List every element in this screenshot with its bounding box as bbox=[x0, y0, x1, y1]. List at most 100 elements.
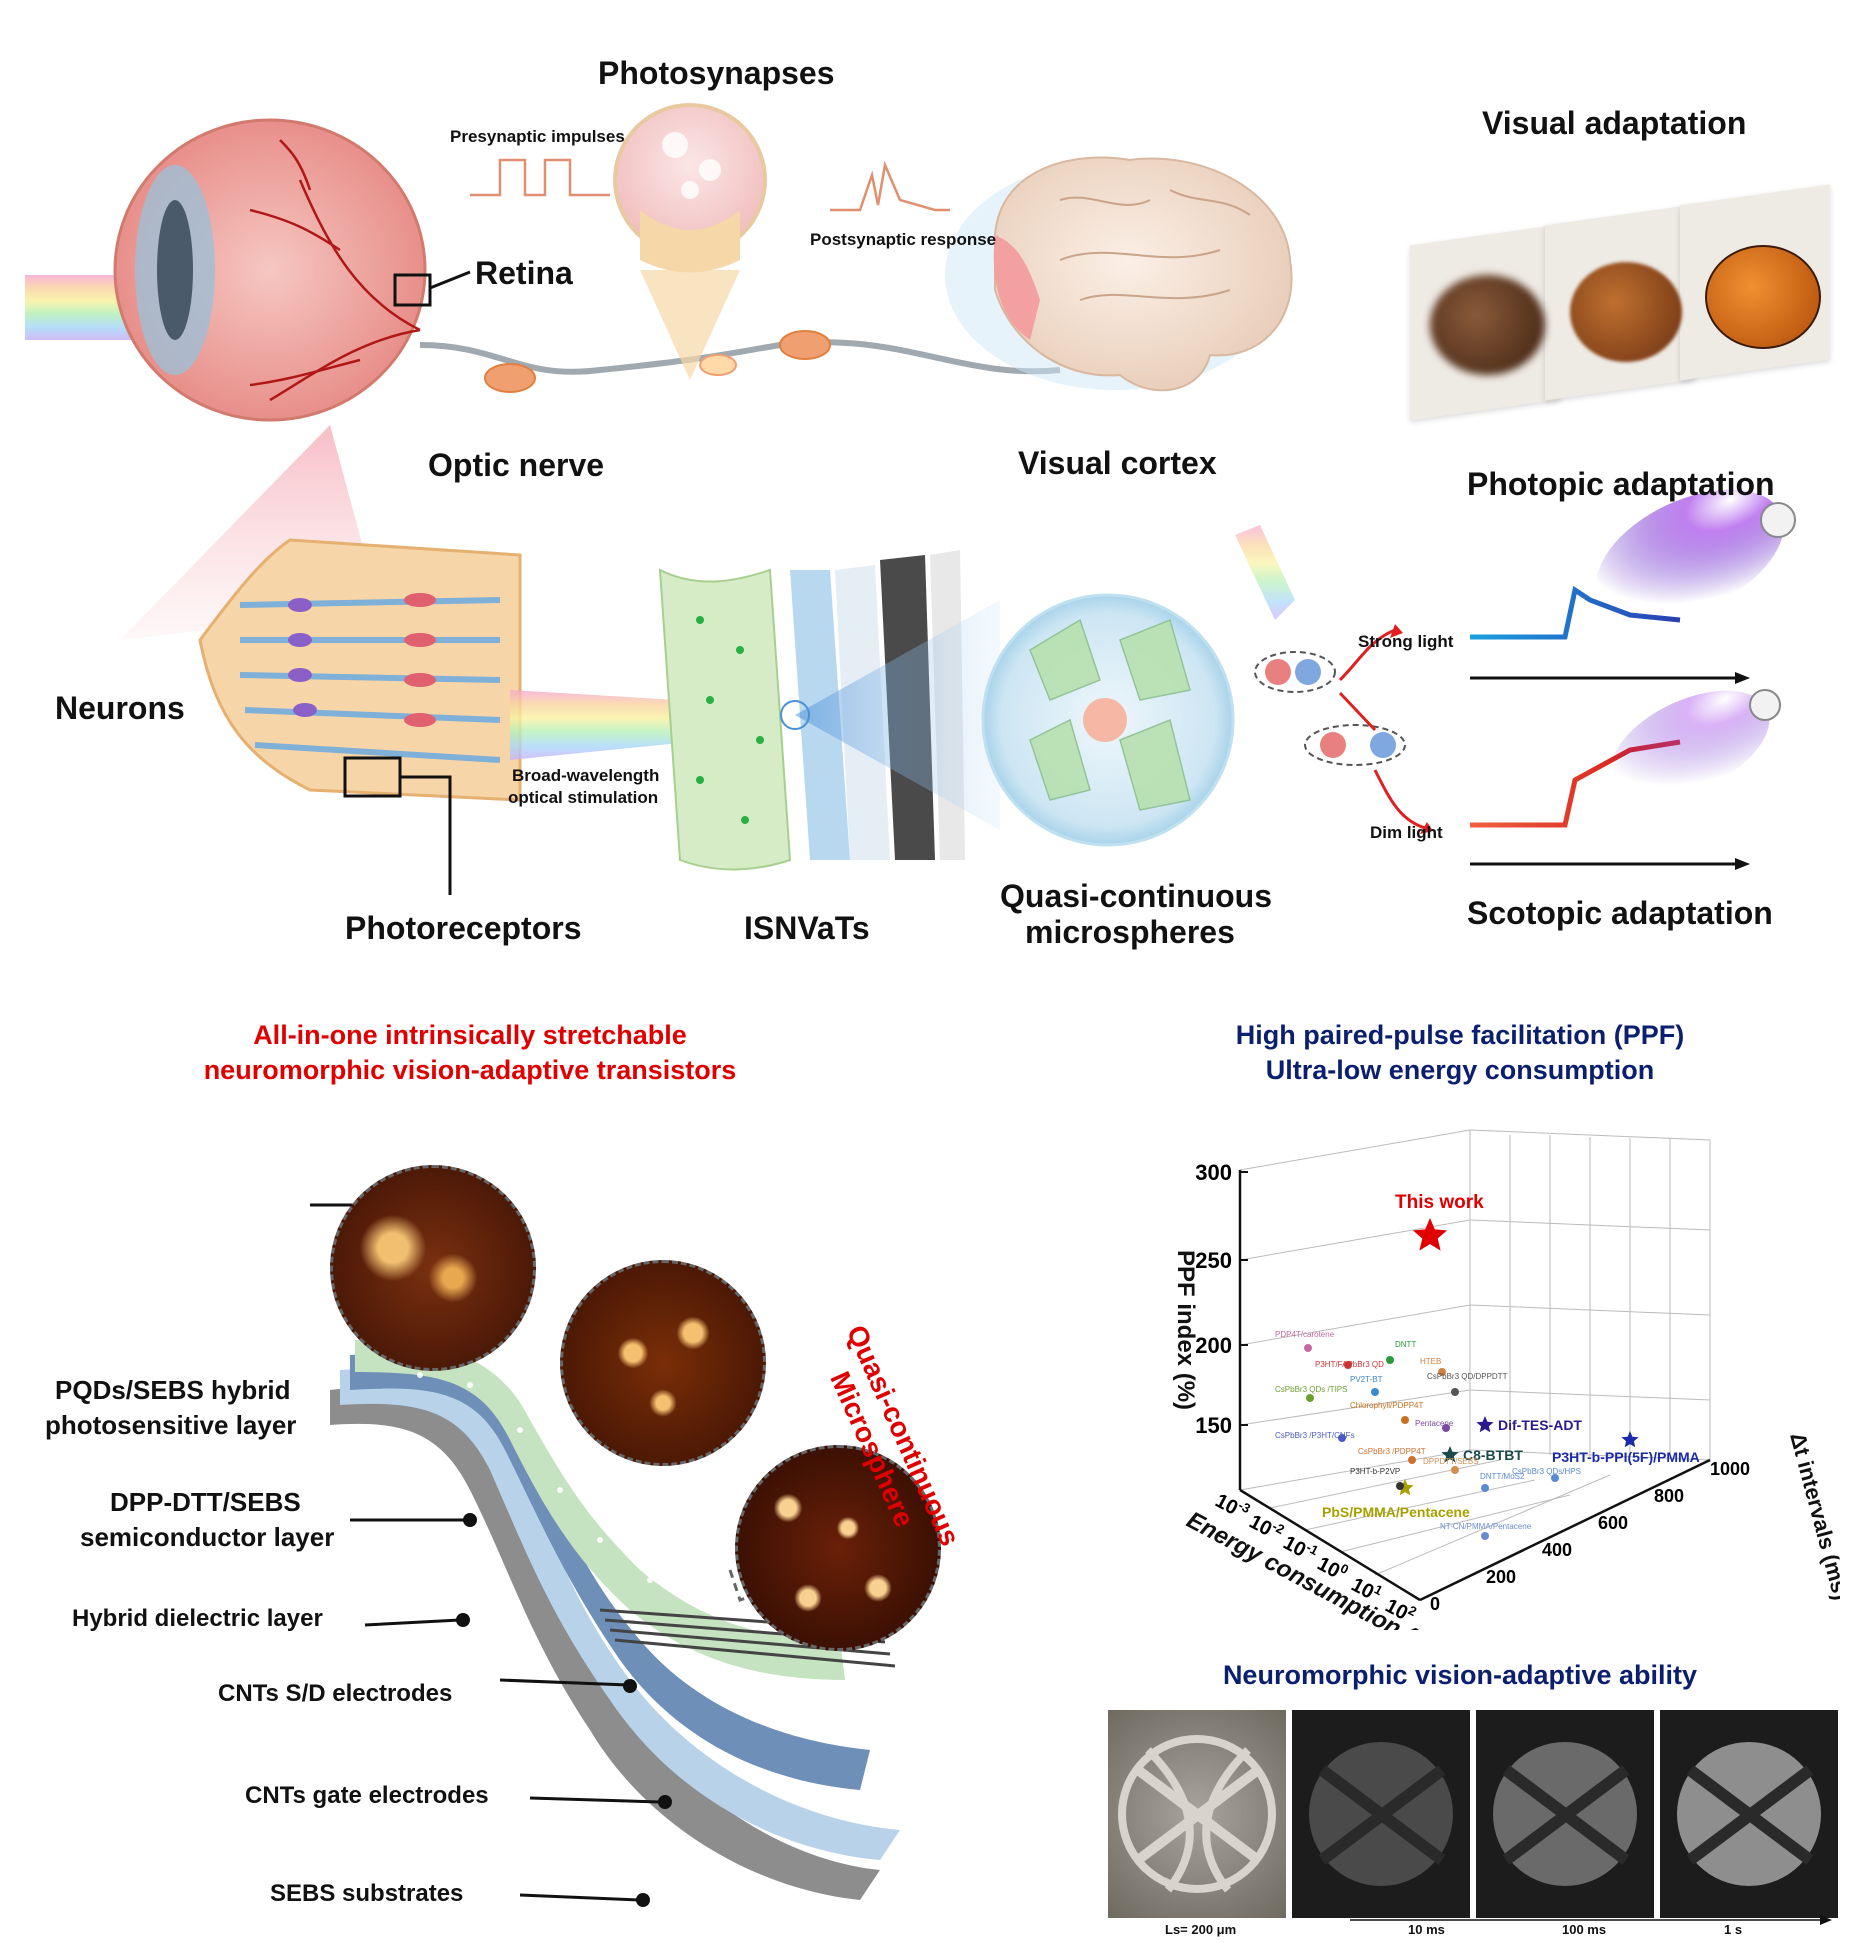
minor-point bbox=[1386, 1356, 1394, 1364]
minor-point-label: PV2T-BT bbox=[1350, 1375, 1383, 1384]
y-tick-label: 150 bbox=[1195, 1413, 1232, 1438]
visual-cortex-label: Visual cortex bbox=[1018, 445, 1217, 481]
retina-label: Retina bbox=[475, 255, 573, 291]
device-illustration bbox=[0, 1100, 1100, 1940]
time-label-10ms: 10 ms bbox=[1408, 1922, 1445, 1937]
vision-image-optical bbox=[1108, 1710, 1286, 1918]
labeled-point-star bbox=[1396, 1479, 1414, 1496]
minor-point bbox=[1338, 1434, 1346, 1442]
minor-point-label: CsPbBr3 QDs /TIPS bbox=[1275, 1385, 1347, 1394]
minor-point-label: CsPbBr3 /P3HT/CNFs bbox=[1275, 1431, 1355, 1440]
vision-image-10ms bbox=[1292, 1710, 1470, 1918]
time-arrow bbox=[1350, 1915, 1832, 1925]
minor-point bbox=[1371, 1388, 1379, 1396]
ppf-title-line1: High paired-pulse facilitation (PPF) bbox=[1235, 1020, 1685, 1050]
afm-image-2 bbox=[560, 1260, 766, 1466]
neurons-label: Neurons bbox=[55, 690, 185, 726]
scotopic-label: Scotopic adaptation bbox=[1467, 895, 1773, 931]
minor-point bbox=[1451, 1388, 1459, 1396]
minor-point-label: DNTT/MoS2 bbox=[1480, 1472, 1525, 1481]
labeled-point-label: C8-BTBT bbox=[1463, 1447, 1523, 1463]
top-illustration: Photosynapses Presynaptic impulses Posts… bbox=[25, 55, 1830, 950]
afm-image-1 bbox=[330, 1165, 536, 1371]
minor-point bbox=[1408, 1456, 1416, 1464]
layer-label-dpp-1: DPP-DTT/SEBS bbox=[110, 1487, 301, 1517]
minor-point-label: P3HT/FAPbBr3 QD bbox=[1315, 1360, 1384, 1369]
vision-adaptive-title: Neuromorphic vision-adaptive ability bbox=[1222, 1660, 1698, 1690]
this-work-label: This work bbox=[1395, 1192, 1484, 1213]
labeled-point-star bbox=[1476, 1416, 1494, 1433]
stretchable-title-line1: All-in-one intrinsically stretchable bbox=[253, 1020, 687, 1050]
chart-zlabel: Δt intervals (ms) bbox=[1785, 1430, 1840, 1603]
minor-point-label: DNTT bbox=[1395, 1340, 1416, 1349]
minor-point bbox=[1306, 1394, 1314, 1402]
layer-label-substrate: SEBS substrates bbox=[270, 1880, 464, 1907]
basketball-sharp bbox=[1705, 245, 1821, 349]
labeled-point-label: P3HT-b-PPI(5F)/PMMA bbox=[1552, 1449, 1700, 1465]
layer-label-pqds-2: photosensitive layer bbox=[45, 1410, 297, 1440]
layer-label-sd-electrodes: CNTs S/D electrodes bbox=[218, 1680, 453, 1707]
afm-image-3 bbox=[735, 1445, 941, 1651]
minor-point-label: CsPbBr3 QDs/HPS bbox=[1512, 1467, 1581, 1476]
labeled-point-star bbox=[1621, 1431, 1639, 1448]
strong-light-label: Strong light bbox=[1358, 632, 1454, 651]
minor-point-label: DPPDTT/SEBS bbox=[1423, 1457, 1479, 1466]
y-tick-label: 300 bbox=[1195, 1160, 1232, 1185]
z-tick-label: 600 bbox=[1598, 1513, 1628, 1533]
z-tick-label: 1000 bbox=[1710, 1459, 1750, 1479]
scale-bar-label: Ls= 200 μm bbox=[1165, 1922, 1237, 1937]
z-tick-label: 200 bbox=[1486, 1567, 1516, 1587]
broad-wavelength-label-1: Broad-wavelength bbox=[512, 766, 660, 785]
labeled-point-star bbox=[1441, 1446, 1459, 1463]
optical-pattern bbox=[1118, 1735, 1276, 1893]
minor-point bbox=[1344, 1361, 1352, 1369]
labeled-point-label: Dif-TES-ADT bbox=[1498, 1417, 1582, 1433]
minor-point-label: CsPbBr3 QD/DPPDTT bbox=[1427, 1372, 1508, 1381]
y-tick-label: 200 bbox=[1195, 1333, 1232, 1358]
dim-light-label: Dim light bbox=[1370, 823, 1443, 842]
minor-point bbox=[1442, 1424, 1450, 1432]
minor-point-label: Chlorophyll/PDPP4T bbox=[1350, 1401, 1423, 1410]
basketball-medium bbox=[1570, 262, 1682, 362]
isnvats-label: ISNVaTs bbox=[744, 910, 870, 946]
minor-point-label: Pentacene bbox=[1415, 1419, 1454, 1428]
minor-point-label: HTEB bbox=[1420, 1357, 1441, 1366]
y-tick-label: 250 bbox=[1195, 1248, 1232, 1273]
layer-label-pqds-1: PQDs/SEBS hybrid bbox=[55, 1375, 291, 1405]
minor-point bbox=[1481, 1484, 1489, 1492]
vision-image-100ms bbox=[1476, 1710, 1654, 1918]
labeled-point-label: PbS/PMMA/Pentacene bbox=[1322, 1504, 1470, 1520]
visual-adaptation-label: Visual adaptation bbox=[1482, 105, 1747, 141]
stretchable-title-line2: neuromorphic vision-adaptive transistors bbox=[203, 1055, 737, 1085]
minor-point bbox=[1438, 1368, 1446, 1376]
minor-point bbox=[1396, 1482, 1404, 1490]
vision-image-1s bbox=[1660, 1710, 1838, 1918]
photoreceptors-label: Photoreceptors bbox=[345, 910, 582, 946]
broad-wavelength-label-2: optical stimulation bbox=[508, 788, 659, 807]
time-label-1s: 1 s bbox=[1724, 1922, 1743, 1937]
layer-label-gate-electrodes: CNTs gate electrodes bbox=[245, 1782, 489, 1809]
presynaptic-label: Presynaptic impulses bbox=[450, 127, 625, 146]
minor-point-label: CsPbBr3 /PDPP4T bbox=[1358, 1447, 1426, 1456]
minor-point bbox=[1451, 1466, 1459, 1474]
minor-point bbox=[1551, 1474, 1559, 1482]
minor-point-label: P3HT-b-P2VP bbox=[1350, 1467, 1400, 1476]
layer-label-dpp-2: semiconductor layer bbox=[80, 1522, 335, 1552]
optic-nerve-label: Optic nerve bbox=[428, 447, 605, 483]
minor-point bbox=[1401, 1416, 1409, 1424]
this-work-star bbox=[1412, 1218, 1448, 1251]
minor-point-label: PDP4T/carotene bbox=[1275, 1330, 1335, 1339]
time-label-100ms: 100 ms bbox=[1562, 1922, 1607, 1937]
minor-point bbox=[1481, 1532, 1489, 1540]
minor-point-label: NT-CN/PMMA/Pentacene bbox=[1440, 1522, 1532, 1531]
photosynapses-label: Photosynapses bbox=[598, 55, 835, 91]
basketball-blurred bbox=[1430, 275, 1545, 375]
chart-ylabel: PPF index (%) bbox=[1172, 1250, 1199, 1410]
postsynaptic-label: Postsynaptic response bbox=[810, 230, 997, 249]
z-tick-label: 400 bbox=[1542, 1540, 1572, 1560]
ppf-title-line2: Ultra-low energy consumption bbox=[1265, 1055, 1655, 1085]
z-tick-label: 0 bbox=[1430, 1594, 1440, 1614]
photopic-label: Photopic adaptation bbox=[1467, 466, 1775, 502]
quasi-microspheres-label-1: Quasi-continuous bbox=[1000, 878, 1272, 914]
